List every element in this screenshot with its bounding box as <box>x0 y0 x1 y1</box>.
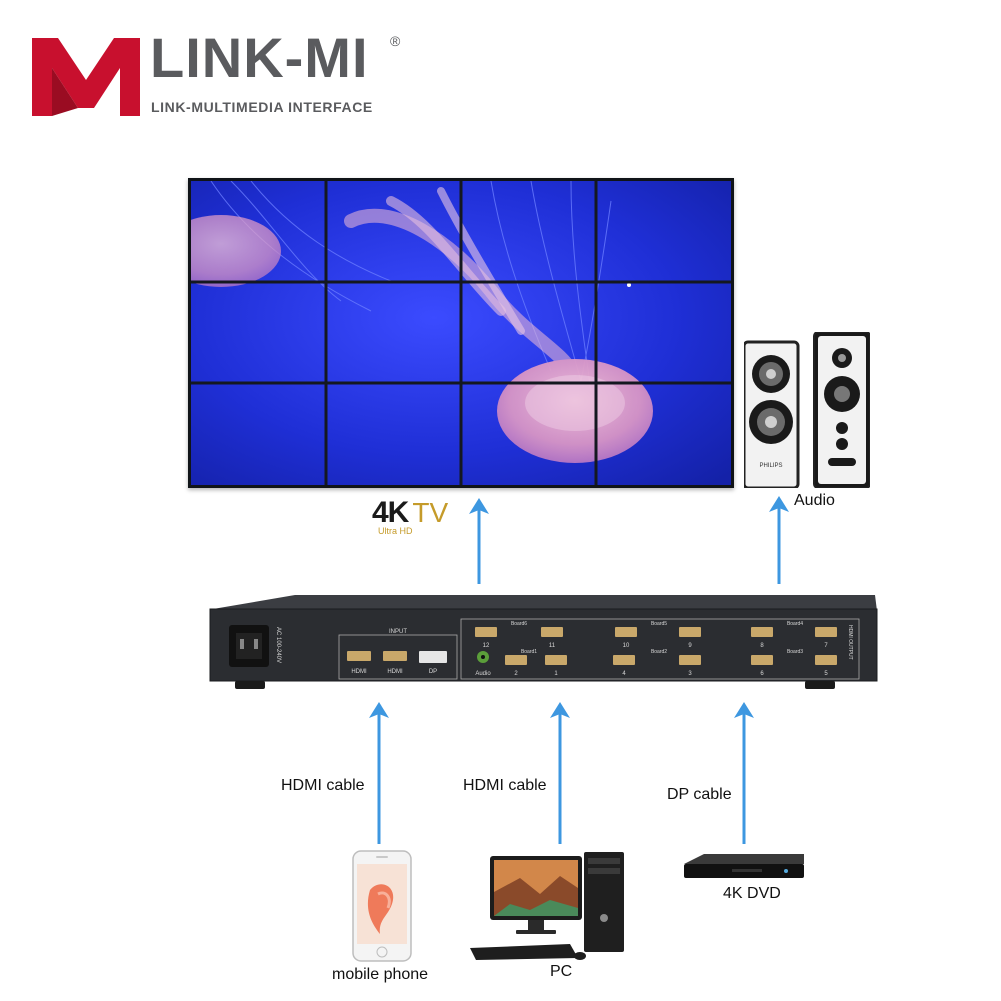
board-label-2: Board2 <box>651 649 667 655</box>
audio-label: Audio <box>794 492 835 510</box>
jellyfish-image <box>191 181 731 485</box>
badge-tv-text: TV <box>412 497 448 528</box>
video-wall <box>188 178 734 488</box>
arrow-up-to-display-icon <box>469 498 489 584</box>
cable-label-dvd: DP cable <box>667 786 732 804</box>
board-label-6: Board6 <box>511 621 527 627</box>
registered-mark: ® <box>390 33 400 49</box>
speakers-icon: PHILIPS <box>744 332 870 488</box>
input-title: INPUT <box>389 629 407 635</box>
speaker-brand-left: PHILIPS <box>759 463 782 469</box>
board-label-3: Board3 <box>787 649 803 655</box>
input-port-3: DP <box>429 669 437 675</box>
badge-ultra-hd: Ultra HD <box>378 526 413 536</box>
output-title: HDMI OUTPUT <box>847 625 853 660</box>
port-number: 12 <box>483 643 490 649</box>
device-label-pc: PC <box>550 963 572 981</box>
audio-port-label: Audio <box>475 671 491 677</box>
board-label-5: Board5 <box>651 621 667 627</box>
video-wall-controller: AC 100-240V INPUT HDMI HDMI DP Audio Boa… <box>205 595 885 695</box>
board-label-4: Board4 <box>787 621 803 627</box>
device-label-dvd: 4K DVD <box>723 885 781 903</box>
arrow-up-to-audio-icon <box>769 496 789 584</box>
pc-icon <box>470 848 630 962</box>
dvd-player-icon <box>682 852 806 882</box>
cable-label-phone: HDMI cable <box>281 777 365 795</box>
port-number: 10 <box>623 643 630 649</box>
mobile-phone-icon <box>352 850 412 962</box>
arrow-up-from-phone-icon <box>369 702 389 844</box>
input-port-1: HDMI <box>351 669 367 675</box>
input-port-2: HDMI <box>387 669 403 675</box>
arrow-up-from-dvd-icon <box>734 702 754 844</box>
cable-label-pc: HDMI cable <box>463 777 547 795</box>
link-mi-logo-icon <box>32 38 140 116</box>
brand-tagline: LINK-MULTIMEDIA INTERFACE <box>151 99 373 115</box>
board-label-1: Board1 <box>521 649 537 655</box>
arrow-up-from-pc-icon <box>550 702 570 844</box>
port-number: 11 <box>549 643 556 649</box>
badge-4k-text: 4K <box>372 496 408 529</box>
device-label-phone: mobile phone <box>332 966 428 984</box>
brand-name: LINK-MI <box>150 30 369 86</box>
power-label: AC 100-240V <box>275 627 281 663</box>
